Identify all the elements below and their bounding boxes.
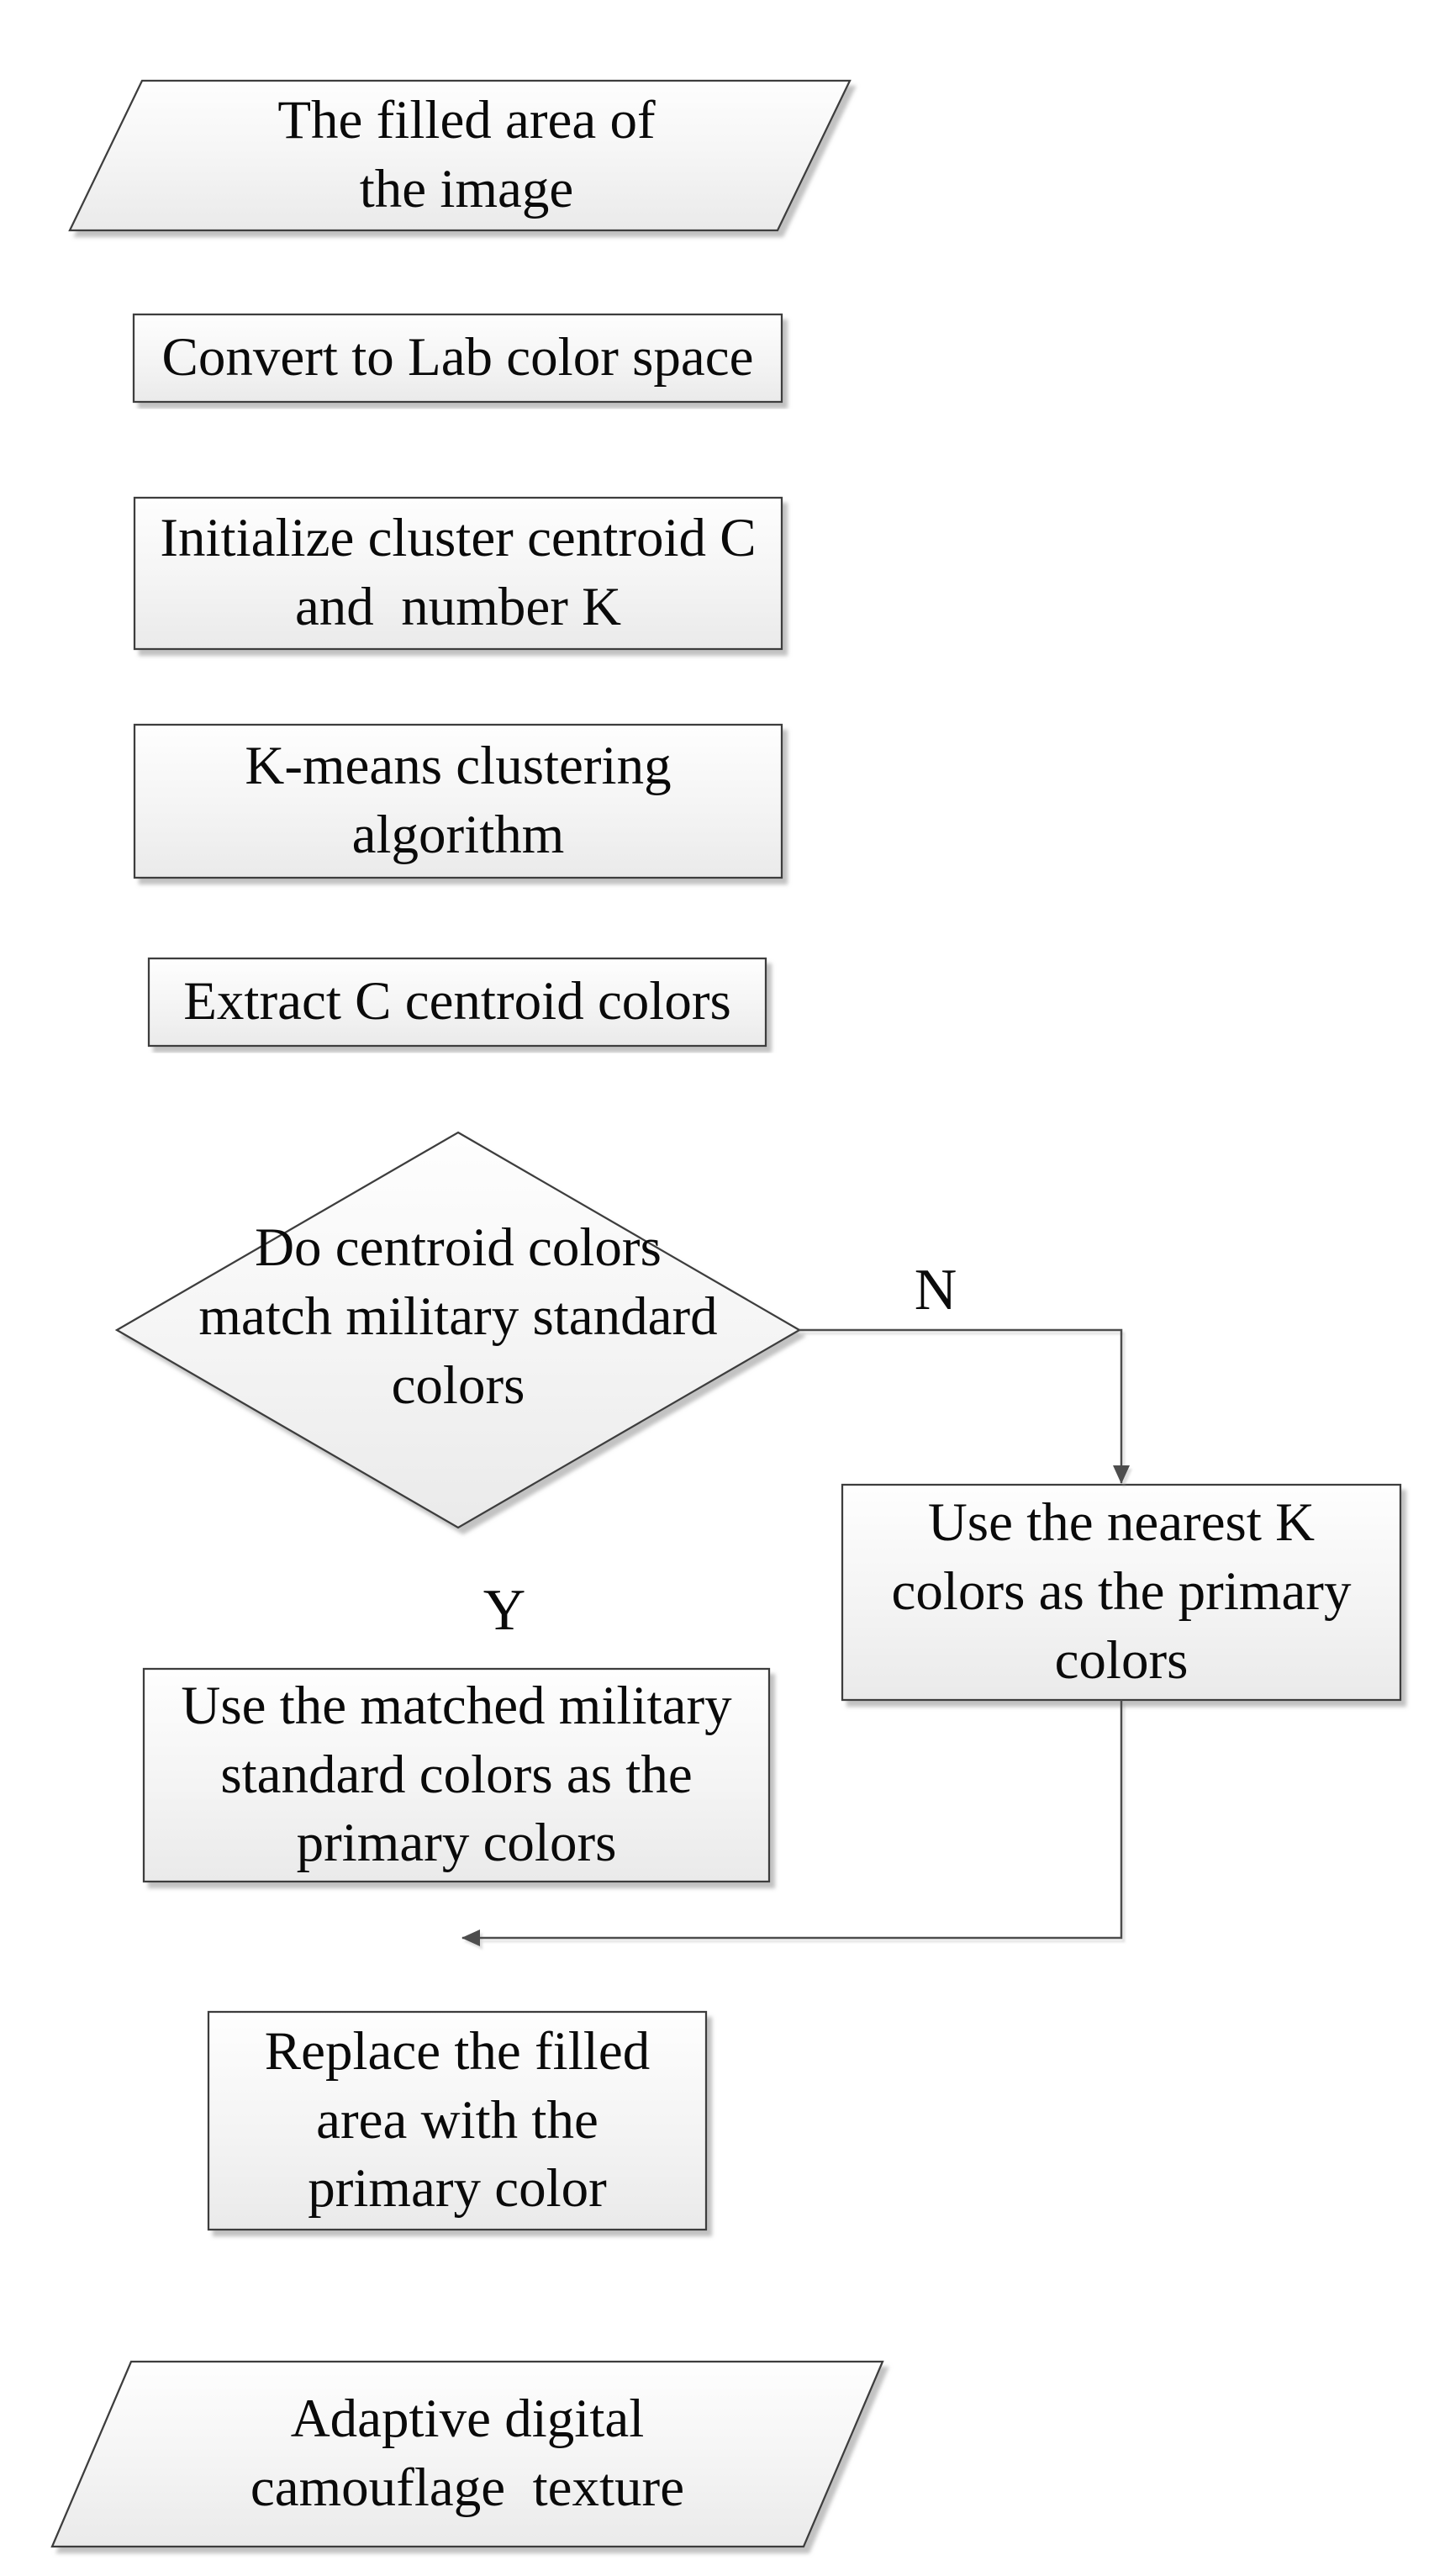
output-parallelogram-shape — [50, 2360, 884, 2548]
arrow-nearest-to-merge — [461, 1700, 1123, 1946]
initialize-box-shape — [133, 496, 783, 651]
matched-colors-box-shape — [142, 1667, 771, 1883]
convert-box-shape — [132, 313, 783, 404]
nearest-colors-box-shape — [841, 1483, 1402, 1702]
extract-box-shape — [147, 957, 767, 1048]
decision-diamond-shape — [114, 1131, 802, 1529]
replace-box-shape — [207, 2010, 708, 2231]
kmeans-box-shape — [133, 723, 783, 879]
arrow-decision-no-to-nearest — [799, 1328, 1130, 1484]
input-parallelogram-shape — [68, 79, 852, 232]
